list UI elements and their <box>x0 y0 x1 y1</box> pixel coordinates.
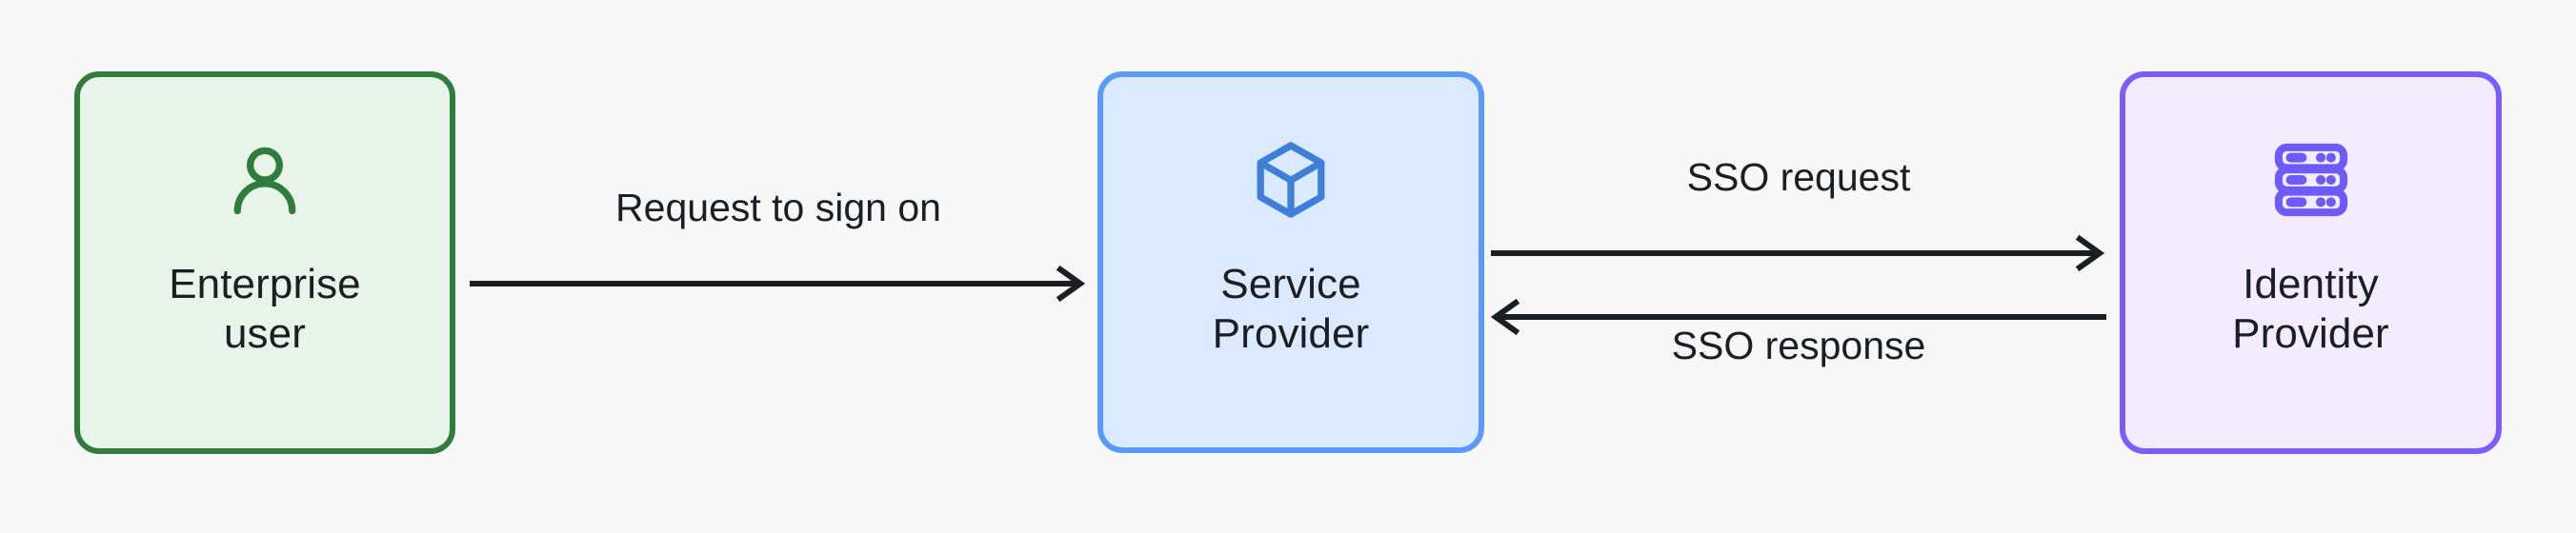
edge-sso-request <box>1491 234 2106 272</box>
node-service-provider[interactable]: Service Provider <box>1097 71 1484 453</box>
edge-label-request-to-sign-on: Request to sign on <box>615 186 941 229</box>
edge-label-sso-response: SSO response <box>1671 324 1926 367</box>
node-service-provider-label: Service Provider <box>1212 261 1370 357</box>
node-enterprise-user[interactable]: Enterprise user <box>74 71 455 454</box>
edge-request-to-sign-on <box>470 265 1087 303</box>
edge-label-sso-request: SSO request <box>1686 155 1911 199</box>
node-identity-provider[interactable]: Identity Provider <box>2120 71 2502 454</box>
node-enterprise-user-label: Enterprise user <box>169 261 361 357</box>
edge-sso-response <box>1490 298 2106 336</box>
cube-icon <box>1247 136 1335 224</box>
server-rack-icon <box>2267 136 2355 224</box>
person-icon <box>221 136 309 224</box>
node-identity-provider-label: Identity Provider <box>2232 261 2389 357</box>
